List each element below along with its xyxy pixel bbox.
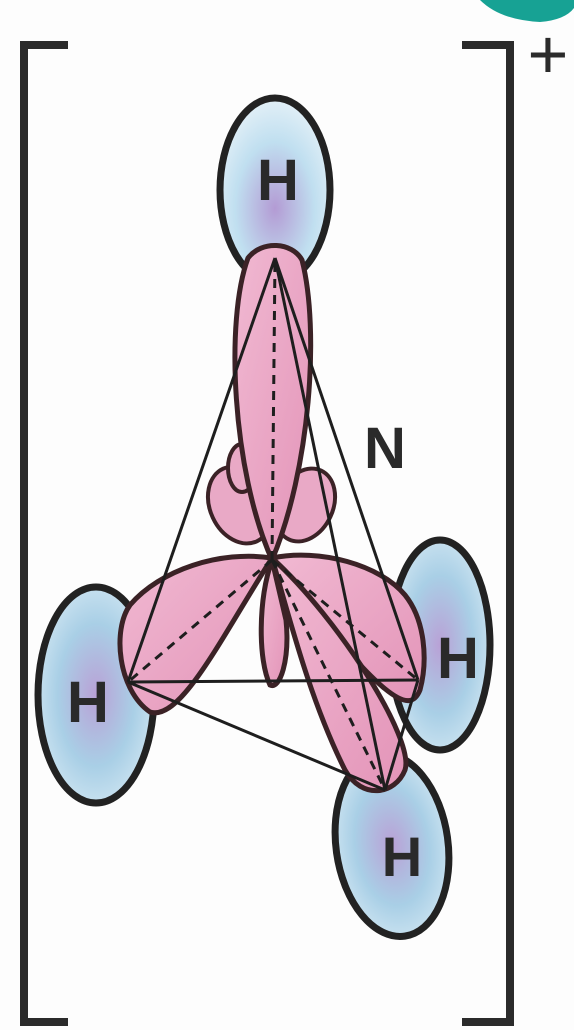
charge-sign: + xyxy=(528,15,569,93)
hydrogen-right-label: H xyxy=(437,626,479,691)
left-bracket xyxy=(24,45,68,1022)
hydrogen-bottom-label: H xyxy=(382,825,422,888)
nitrogen-label: N xyxy=(364,416,406,481)
hydrogen-top-label: H xyxy=(257,148,299,213)
orbital-lobes xyxy=(120,245,424,790)
right-bracket xyxy=(462,45,510,1022)
hydrogen-left-label: H xyxy=(67,670,109,735)
